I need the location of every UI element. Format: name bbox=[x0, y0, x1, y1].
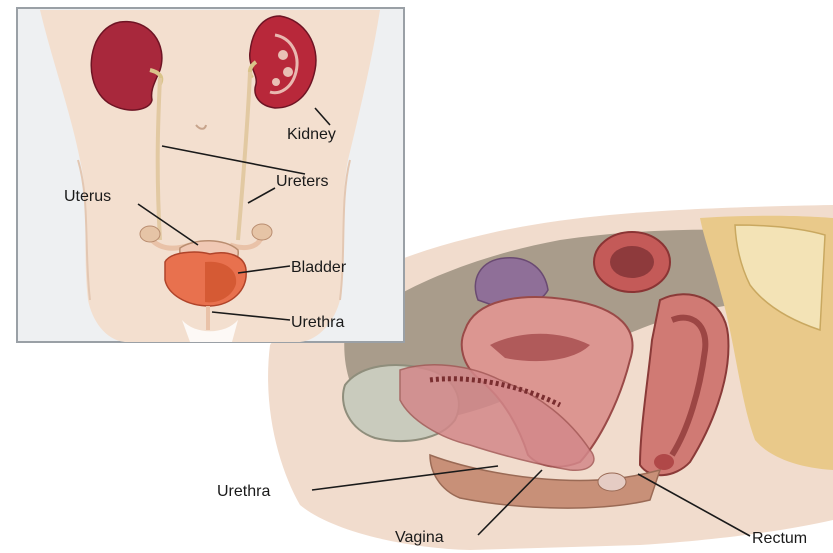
left-ovary bbox=[140, 226, 160, 242]
front-view-inset bbox=[17, 8, 404, 342]
label-kidney: Kidney bbox=[287, 126, 336, 143]
label-ureters: Ureters bbox=[276, 173, 328, 190]
left-ureter bbox=[158, 78, 160, 240]
label-uterus: Uterus bbox=[64, 188, 111, 205]
label-bladder: Bladder bbox=[291, 259, 347, 276]
right-ovary bbox=[252, 224, 272, 240]
label-urethra-section: Urethra bbox=[217, 483, 270, 500]
label-urethra-inset: Urethra bbox=[291, 314, 344, 331]
label-rectum-section: Rectum bbox=[752, 530, 807, 547]
left-kidney bbox=[91, 22, 162, 110]
label-vagina-section: Vagina bbox=[395, 529, 444, 546]
